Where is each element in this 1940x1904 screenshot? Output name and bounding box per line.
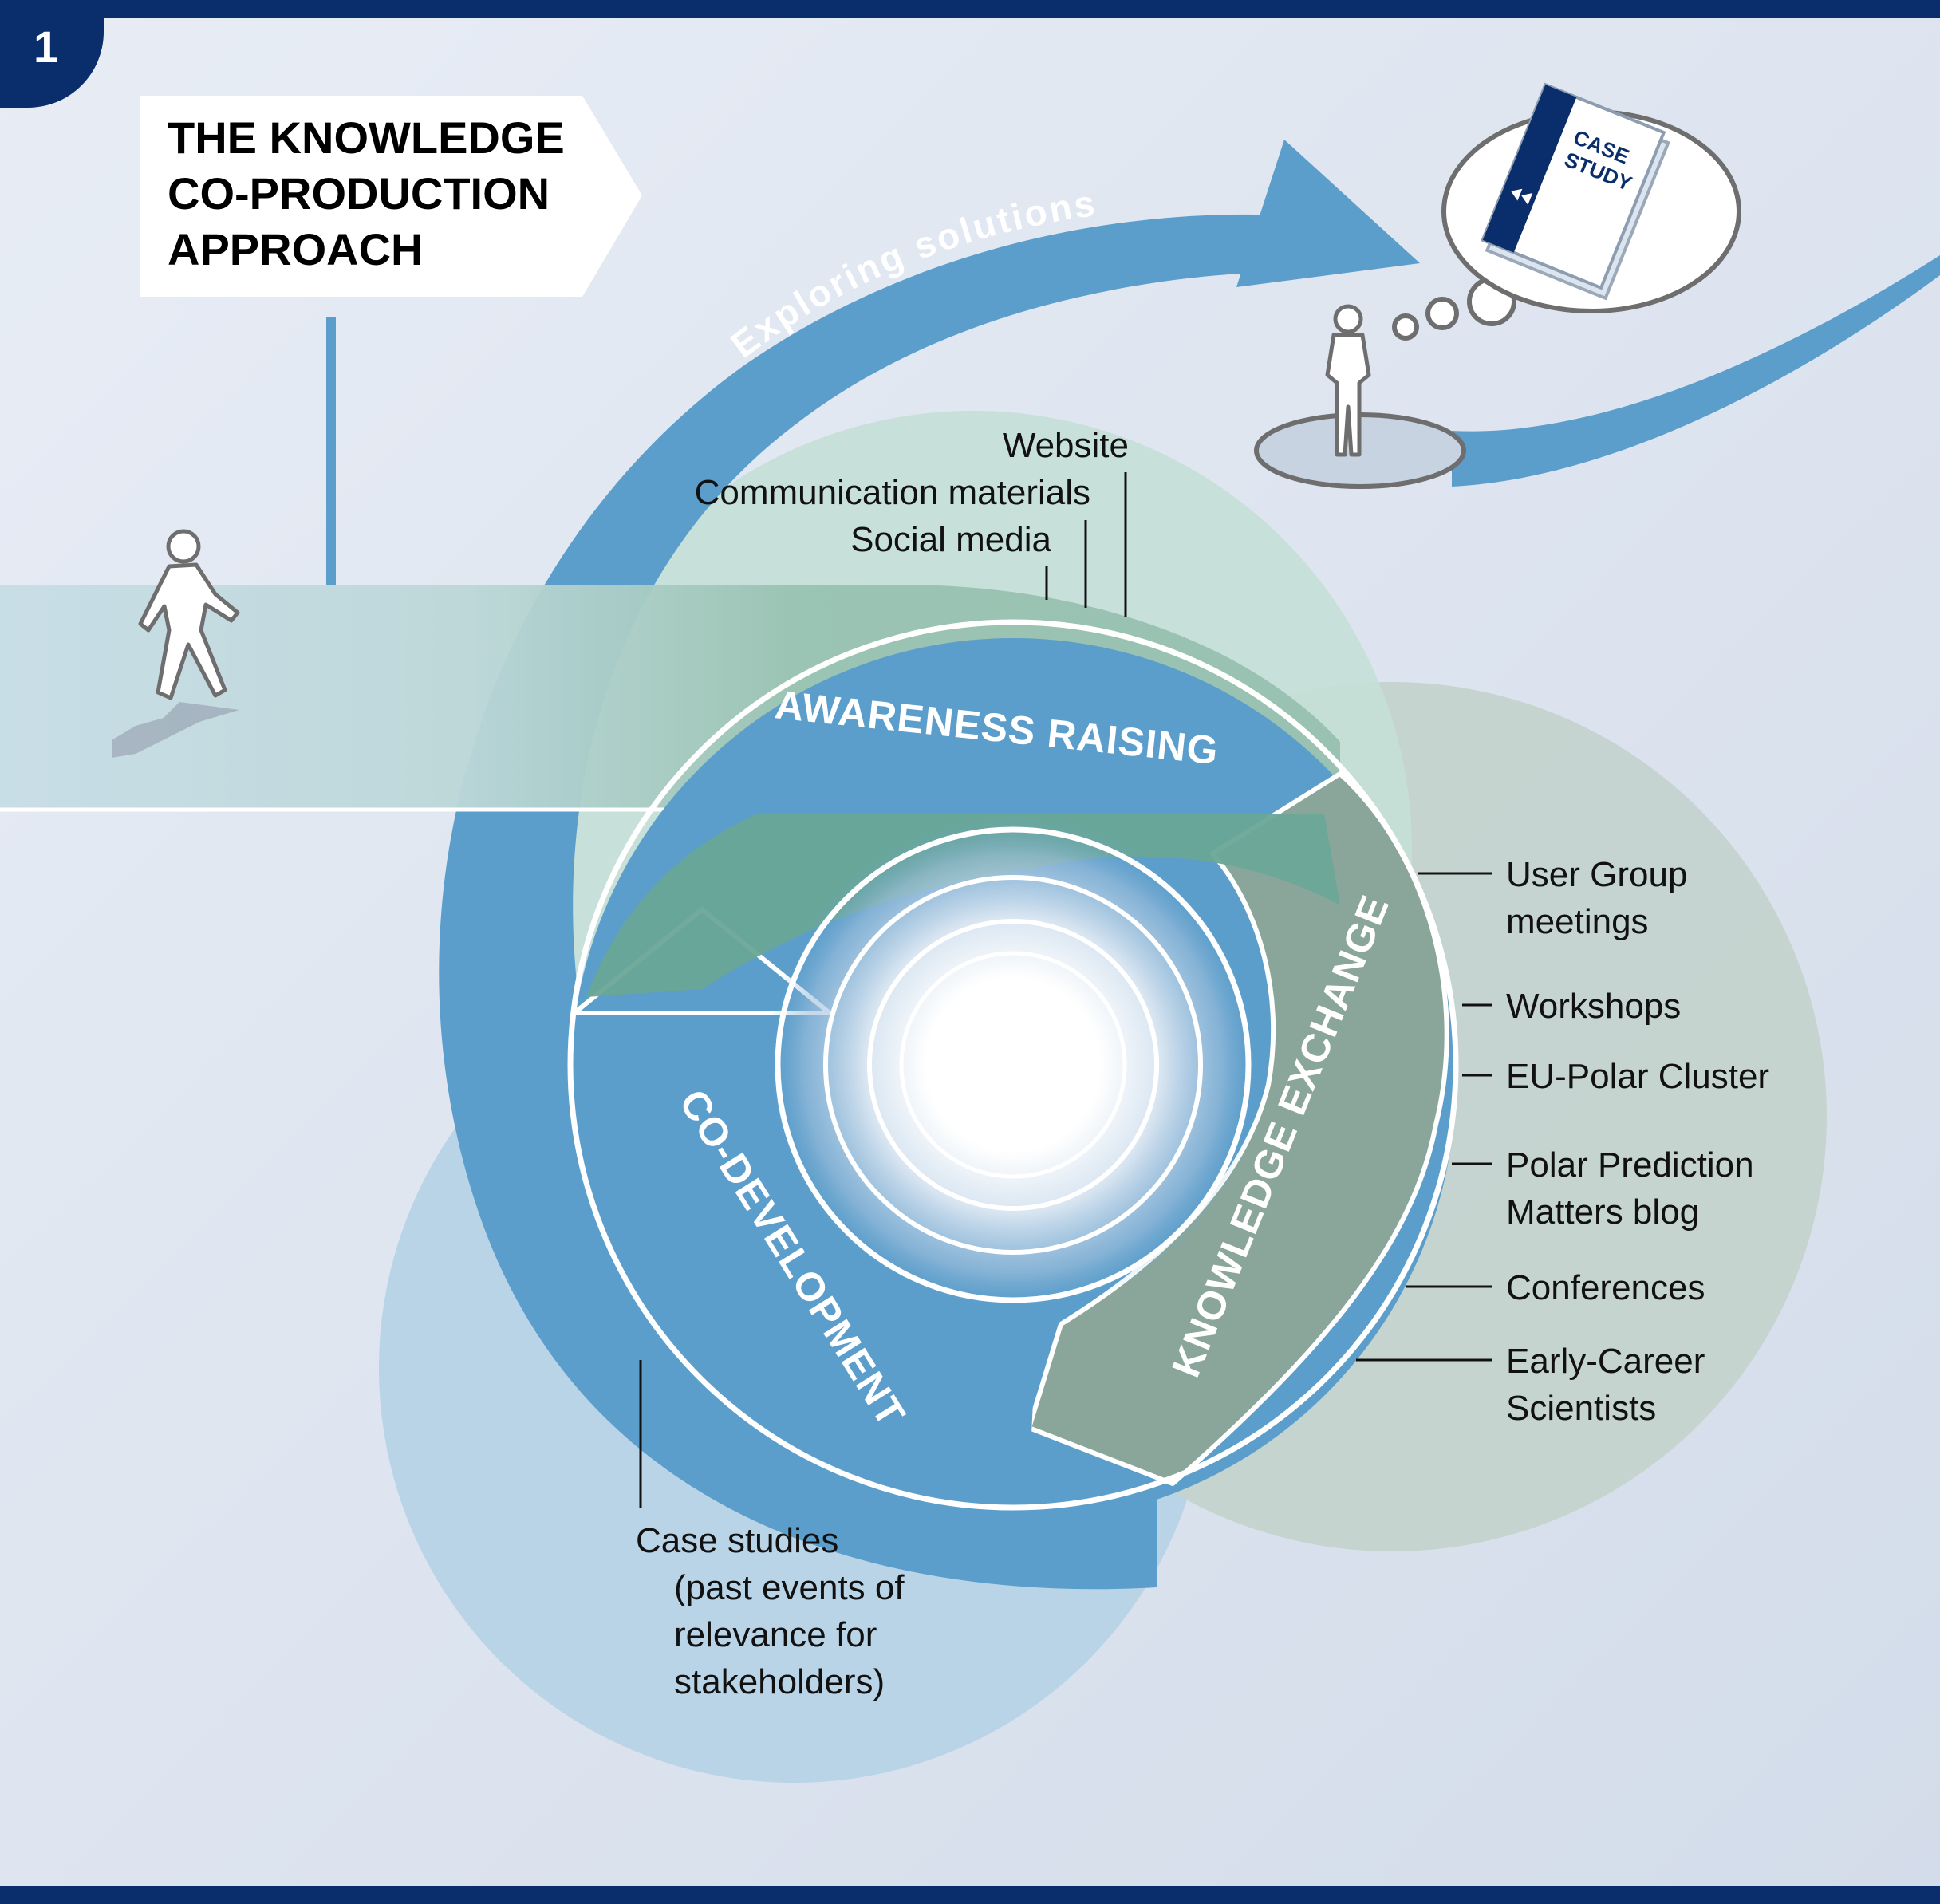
codevelopment-arrow <box>574 909 1037 1484</box>
title-pole <box>326 317 336 585</box>
case-studies-detail-1: (past events of <box>674 1568 905 1607</box>
exploring-tail-arrow <box>1452 255 1940 487</box>
case-studies-detail-3: stakeholders) <box>674 1662 885 1701</box>
conferences-label: Conferences <box>1506 1268 1705 1307</box>
thought-dot-medium <box>1425 297 1459 330</box>
top-border <box>0 0 1940 18</box>
blog-label-1: Polar Prediction <box>1506 1145 1754 1185</box>
social-media-label: Social media <box>850 520 1051 559</box>
knowledge-exchange-arrow <box>1027 771 1449 1486</box>
badge-number: 1 <box>34 22 58 72</box>
title-line-3: APPROACH <box>168 224 423 274</box>
walker-shadow <box>112 702 239 758</box>
eu-polar-cluster-label: EU-Polar Cluster <box>1506 1057 1769 1096</box>
case-studies-label: Case studies <box>636 1521 838 1560</box>
early-career-label-1: Early-Career <box>1506 1342 1705 1381</box>
communication-materials-label: Communication materials <box>695 473 1090 512</box>
bottom-border <box>0 1886 1940 1904</box>
exploring-arrow-head <box>1236 140 1420 287</box>
title-line-1: THE KNOWLEDGE <box>168 112 565 163</box>
website-label: Website <box>1003 426 1129 465</box>
workshops-label: Workshops <box>1506 987 1681 1026</box>
user-group-label-1: User Group <box>1506 855 1687 894</box>
case-studies-detail-2: relevance for <box>674 1615 877 1654</box>
thought-dot-small <box>1392 313 1419 341</box>
early-career-label-2: Scientists <box>1506 1389 1656 1428</box>
case-study-book-icon: CASE STUDY <box>1481 82 1670 301</box>
awareness-arrow-inner <box>586 814 1340 997</box>
user-group-label-2: meetings <box>1506 902 1649 941</box>
title-line-2: CO-PRODUCTION <box>168 168 550 219</box>
number-badge <box>0 0 104 108</box>
blog-label-2: Matters blog <box>1506 1192 1699 1232</box>
title-box <box>140 96 642 297</box>
thinking-person-icon <box>1325 304 1371 457</box>
phase-cycle <box>567 619 1459 1524</box>
walking-person-icon <box>138 529 240 700</box>
